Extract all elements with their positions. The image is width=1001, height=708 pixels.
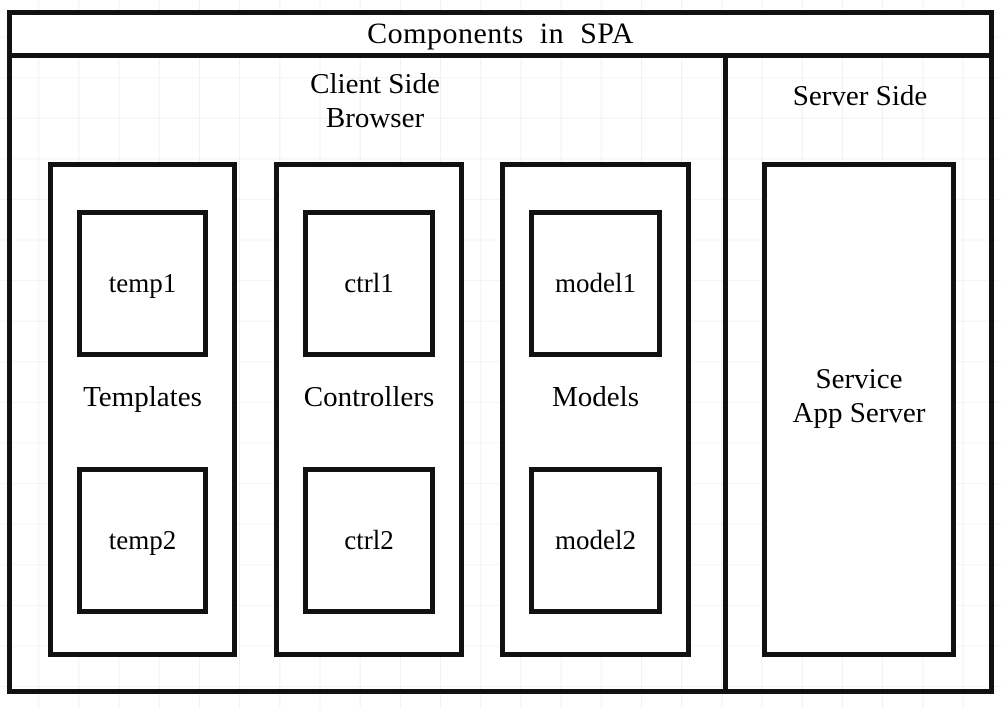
unit-model1: model1 [529,210,662,357]
diagram-title: Components in SPA [367,17,634,50]
server-app-label: Service App Server [792,363,926,430]
column-label-models: Models [552,380,639,413]
diagram-title-bar: Components in SPA [7,10,994,58]
unit-temp2: temp2 [77,467,208,614]
column-templates: temp1 Templates temp2 [48,162,237,657]
unit-ctrl2: ctrl2 [303,467,435,614]
column-models: model1 Models model2 [500,162,691,657]
server-side-heading: Server Side [792,80,928,112]
column-controllers: ctrl1 Controllers ctrl2 [274,162,464,657]
column-label-templates: Templates [83,380,202,413]
server-app-box: Service App Server [762,162,956,657]
unit-ctrl1: ctrl1 [303,210,435,357]
client-side-heading: Client Side Browser [310,68,440,134]
client-server-divider [723,58,728,694]
diagram-body-frame [7,57,994,694]
unit-model2: model2 [529,467,662,614]
unit-temp1: temp1 [77,210,208,357]
column-label-controllers: Controllers [303,380,435,413]
